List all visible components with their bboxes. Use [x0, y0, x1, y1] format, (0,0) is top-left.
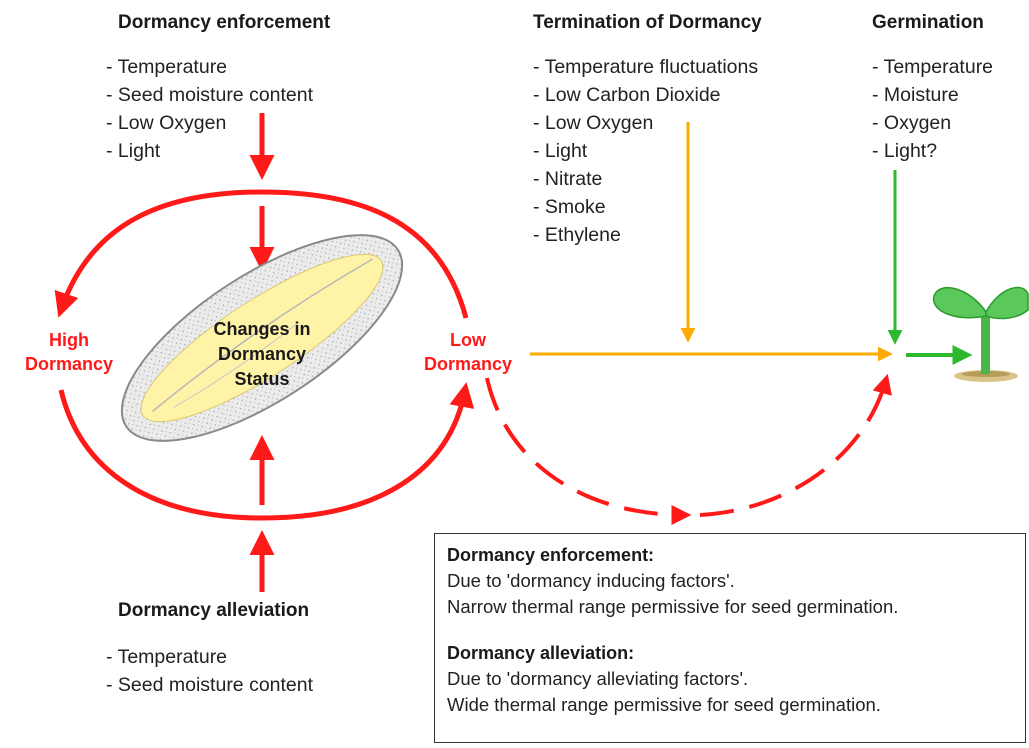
note-alleviation-title: Dormancy alleviation:: [447, 643, 635, 663]
low-dormancy-line: Low: [450, 330, 486, 350]
list-item: Temperature: [106, 53, 313, 81]
list-item: Light: [533, 137, 758, 165]
list-item: Nitrate: [533, 165, 758, 193]
list-item: Low Oxygen: [106, 109, 313, 137]
alleviation-factor-list: Temperature Seed moisture content: [106, 643, 313, 699]
alleviation-title: Dormancy alleviation: [118, 600, 310, 621]
note-line: Due to 'dormancy alleviating factors'.: [447, 668, 749, 689]
list-item: Seed moisture content: [106, 671, 313, 699]
high-dormancy-line: Dormancy: [24, 354, 114, 374]
list-item: Low Carbon Dioxide: [533, 81, 758, 109]
note-line: Due to 'dormancy inducing factors'.: [447, 570, 735, 591]
termination-title: Termination of Dormancy: [533, 12, 762, 33]
dormancy-status-line: Status: [234, 369, 290, 389]
dormancy-status-line: Changes in: [213, 319, 311, 339]
list-item: Light: [106, 137, 313, 165]
seedling-icon: [933, 286, 1029, 382]
germination-factor-list: Temperature Moisture Oxygen Light?: [872, 53, 993, 165]
dormancy-status-line: Dormancy: [217, 344, 307, 364]
cycle-arc-bottom: [58, 382, 475, 521]
list-item: Moisture: [872, 81, 993, 109]
enforcement-title: Dormancy enforcement: [118, 12, 331, 33]
list-item: Ethylene: [533, 221, 758, 249]
seed-icon: [120, 234, 404, 442]
cycle-arc-top: [54, 189, 469, 319]
low-dormancy-line: Dormancy: [423, 354, 513, 374]
list-item: Temperature: [106, 643, 313, 671]
high-dormancy-label: High Dormancy: [8, 328, 130, 376]
germination-title: Germination: [872, 12, 984, 33]
list-item: Light?: [872, 137, 993, 165]
enforcement-factor-list: Temperature Seed moisture content Low Ox…: [106, 53, 313, 165]
list-item: Oxygen: [872, 109, 993, 137]
dormancy-status-label: Changes in Dormancy Status: [182, 317, 342, 392]
high-dormancy-line: High: [49, 330, 89, 350]
note-enforcement-title: Dormancy enforcement:: [447, 545, 655, 565]
note-line: Narrow thermal range permissive for seed…: [447, 596, 899, 617]
note-line: Wide thermal range permissive for seed g…: [447, 694, 881, 715]
list-item: Seed moisture content: [106, 81, 313, 109]
list-item: Low Oxygen: [533, 109, 758, 137]
termination-factor-list: Temperature fluctuations Low Carbon Diox…: [533, 53, 759, 249]
list-item: Temperature: [872, 53, 993, 81]
low-dormancy-label: Low Dormancy: [408, 328, 528, 376]
dashed-arc-up: [699, 373, 892, 517]
definitions-box: Dormancy enforcement: Due to 'dormancy i…: [434, 533, 1026, 743]
list-item: Smoke: [533, 193, 758, 221]
dashed-arc-down: [485, 377, 692, 525]
list-item: Temperature fluctuations: [533, 53, 759, 81]
